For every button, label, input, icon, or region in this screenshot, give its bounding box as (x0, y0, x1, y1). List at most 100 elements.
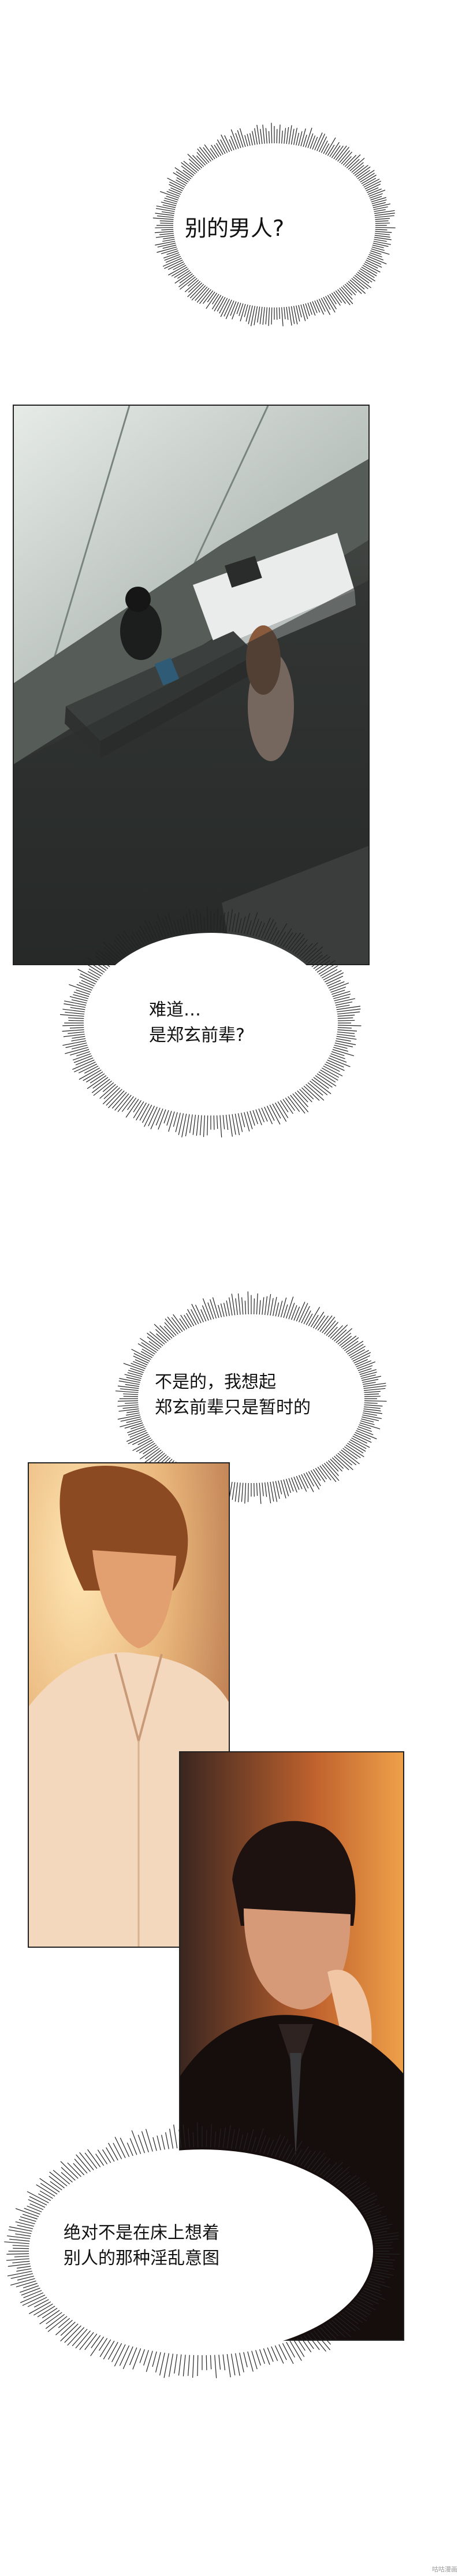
burst-ray (344, 284, 356, 296)
burst-ray (166, 1110, 172, 1126)
burst-ray (320, 965, 338, 977)
burst-ray (173, 2124, 178, 2148)
burst-ray (375, 2256, 390, 2258)
burst-ray (72, 1059, 95, 1070)
burst-ray (247, 1111, 253, 1129)
burst-ray (290, 1305, 297, 1320)
burst-ray (372, 2270, 394, 2276)
burst-ray (15, 2221, 34, 2227)
burst-ray (265, 128, 267, 144)
burst-ray (214, 2132, 217, 2148)
burst-ray (16, 2280, 36, 2288)
burst-ray (336, 1036, 357, 1040)
burst-ray (210, 148, 218, 158)
burst-ray (361, 1418, 374, 1422)
burst-ray (366, 260, 382, 268)
burst-ray (348, 1441, 366, 1452)
burst-ray (337, 1031, 355, 1034)
burst-ray (263, 2137, 270, 2154)
burst-ray (252, 918, 259, 936)
burst-ray (336, 1006, 361, 1010)
burst-ray (189, 284, 204, 299)
speech-burst-1 (152, 123, 396, 327)
burst-ray (331, 145, 341, 158)
burst-ray (174, 268, 189, 278)
burst-ray (336, 1328, 353, 1343)
burst-ray (117, 1095, 132, 1112)
burst-ray (285, 932, 297, 948)
burst-ray (374, 2263, 393, 2267)
burst-ray (162, 204, 176, 208)
burst-ray (342, 1448, 358, 1459)
burst-ray (181, 1113, 187, 1137)
burst-ray (187, 278, 198, 287)
burst-ray (312, 136, 318, 150)
burst-ray (211, 144, 219, 157)
burst-ray (171, 1317, 183, 1332)
burst-ray (114, 936, 129, 953)
burst-ray (321, 969, 338, 978)
burst-ray (323, 2162, 337, 2177)
burst-ray (353, 1355, 370, 1364)
burst-ray (120, 2137, 130, 2158)
burst-ray (326, 976, 344, 985)
burst-ray (199, 147, 211, 162)
burst-ray (105, 951, 116, 962)
burst-ray (147, 1336, 162, 1348)
burst-ray (296, 2146, 310, 2164)
burst-ray (286, 2342, 296, 2358)
burst-ray (256, 1482, 258, 1496)
burst-ray (95, 2154, 105, 2166)
burst-ray (21, 2288, 40, 2296)
burst-ray (254, 306, 258, 325)
burst-ray (342, 1337, 359, 1350)
burst-ray (166, 195, 178, 201)
burst-ray (264, 919, 274, 940)
burst-ray (248, 305, 253, 324)
burst-ray (55, 2319, 73, 2336)
burst-ray (62, 1029, 84, 1032)
burst-ray (91, 1078, 110, 1094)
burst-ray (27, 2206, 42, 2212)
burst-ray (334, 2318, 351, 2332)
burst-ray (155, 1329, 169, 1342)
burst-ray (77, 969, 99, 981)
burst-ray (361, 266, 377, 276)
burst-ray (27, 2191, 49, 2203)
burst-ray (359, 1422, 381, 1429)
burst-ray (362, 265, 378, 274)
burst-ray (266, 1106, 275, 1121)
burst-ray (156, 1333, 167, 1343)
burst-ray (87, 957, 107, 971)
burst-ray (130, 1367, 144, 1373)
burst-ray (310, 1080, 328, 1096)
burst-ray (337, 1029, 357, 1032)
burst-ray (24, 2208, 40, 2215)
burst-ray (163, 1326, 174, 1337)
burst-ray (316, 960, 336, 973)
burst-ray (323, 143, 330, 154)
burst-ray (324, 1063, 340, 1072)
burst-ray (337, 1009, 361, 1013)
burst-ray (102, 2149, 111, 2163)
burst-ray (15, 2208, 39, 2217)
burst-ray (316, 2329, 331, 2345)
burst-ray (300, 304, 306, 321)
burst-ray (42, 2308, 58, 2319)
burst-ray (155, 213, 174, 216)
burst-ray (188, 281, 201, 293)
burst-ray (202, 1305, 209, 1321)
burst-ray (322, 1317, 336, 1333)
burst-ray (319, 136, 327, 152)
burst-ray (239, 2352, 244, 2373)
burst-ray (351, 2187, 370, 2199)
burst-ray (296, 305, 300, 322)
burst-ray (370, 250, 382, 255)
burst-ray (106, 2147, 115, 2162)
burst-ray (374, 235, 390, 238)
burst-ray (299, 1475, 307, 1492)
burst-ray (288, 1303, 295, 1319)
burst-ray (139, 925, 150, 943)
burst-ray (6, 2258, 29, 2261)
burst-ray (245, 305, 251, 322)
